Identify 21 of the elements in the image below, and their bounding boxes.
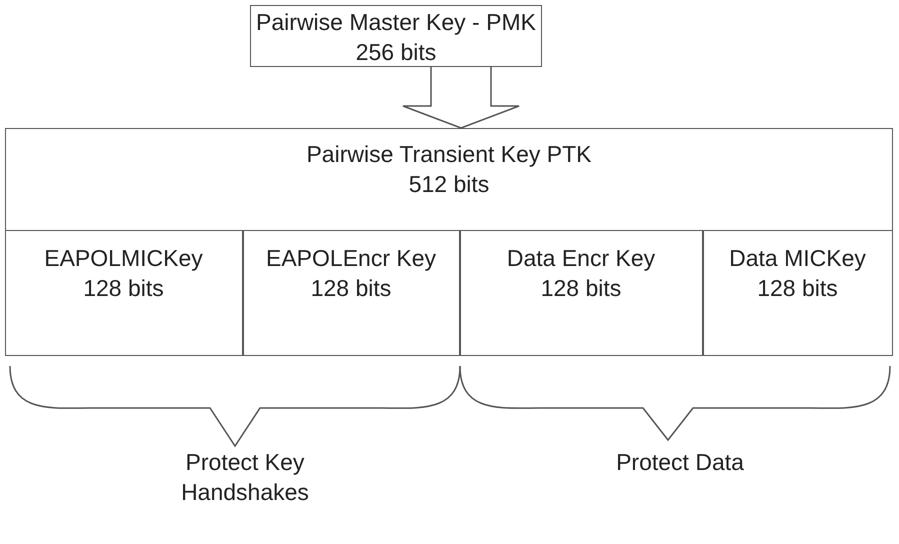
key-length: 512 bits bbox=[408, 170, 490, 199]
key-length: 128 bits bbox=[83, 274, 164, 302]
key-name: Pairwise Transient Key PTK bbox=[306, 140, 592, 169]
transient-key-box bbox=[5, 128, 893, 356]
key-length: 128 bits bbox=[540, 274, 622, 302]
block-arrow bbox=[402, 66, 520, 129]
key-name: Data MICKey bbox=[729, 244, 866, 272]
brace-label: Protect Key Handshakes bbox=[180, 448, 310, 507]
key-field-box bbox=[4, 230, 242, 356]
master-key-box bbox=[250, 5, 542, 67]
key-field-box bbox=[702, 230, 892, 356]
key-name: Data Encr Key bbox=[506, 244, 656, 272]
key-length: 128 bits bbox=[757, 274, 838, 302]
key-length: 256 bits bbox=[356, 38, 436, 67]
key-name: EAPOLMICKey bbox=[44, 244, 203, 272]
key-length: 128 bits bbox=[310, 274, 392, 302]
brace-label: Protect Data bbox=[615, 448, 745, 477]
key-name: EAPOLEncr Key bbox=[266, 244, 436, 272]
key-field-box bbox=[242, 230, 460, 356]
key-field-box bbox=[460, 230, 702, 356]
key-name: Pairwise Master Key - PMK bbox=[256, 8, 536, 37]
